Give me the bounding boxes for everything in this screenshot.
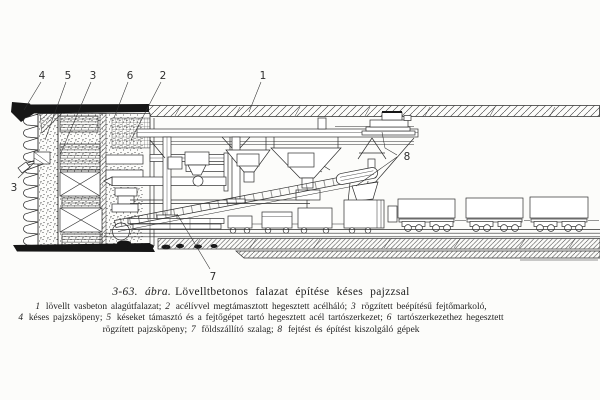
figure-caption: 3-63. ábra.Lövelltbetonos falazat építés… [0,286,522,298]
x-brace-upper [59,171,101,197]
callout-4-label: 4 [39,70,46,82]
wagon-train-mid [227,199,385,234]
callout-1: 1 [248,70,267,113]
figure-drawing: 4 5 3 6 2 1 3 [11,70,600,280]
track-rails [104,229,600,238]
callout-3-left: 3 [11,162,35,194]
hopper-2 [270,137,342,216]
callout-5-label: 5 [65,70,72,82]
callout-1-label: 1 [260,70,267,82]
hopper-1 [225,137,271,183]
tunnel-lining [145,105,600,117]
callout-6: 6 [113,70,134,119]
conveyor-belt [112,167,379,241]
callout-7: 7 [176,213,217,280]
callouts: 4 5 3 6 2 1 3 [11,70,411,280]
callout-5: 5 [44,70,72,141]
digger-bracket [17,151,51,174]
callout-8: 8 [355,131,411,187]
conveyor-sled [127,218,225,230]
legend-line: rögzített pajzsköpeny; 7 földszállító sz… [102,324,420,335]
wagon-train-right [387,196,599,232]
filler-pipe [317,117,327,130]
shield-assembly [11,102,331,252]
tunnel-floor [157,238,600,261]
head-drive [335,167,379,203]
bogies [401,221,586,232]
figure-title: Lövelltbetonos falazat építése késes paj… [175,286,410,298]
legend-line: 4 késes pajzsköpeny; 5 késeket támasztó … [18,313,504,324]
callout-2: 2 [130,70,167,141]
callout-3-top-label: 3 [90,70,97,82]
callout-6-label: 6 [127,70,134,82]
figure-legend: 1 lövellt vasbeton alagútfalazat; 2 acél… [0,302,522,336]
service-machine [361,111,416,136]
callout-7-label: 7 [210,271,217,280]
callout-3-left-label: 3 [11,182,18,194]
callout-8-label: 8 [404,151,411,163]
legend-line: 1 lövellt vasbeton alagútfalazat; 2 acél… [35,302,487,312]
callout-4: 4 [23,70,46,111]
knife-edge [23,113,39,247]
x-brace-lower [59,207,103,233]
underdeck-machine [167,151,210,187]
figure-number: 3-63. ábra. [112,286,172,298]
callout-2-label: 2 [160,70,167,82]
callout-3-top: 3 [59,70,97,156]
